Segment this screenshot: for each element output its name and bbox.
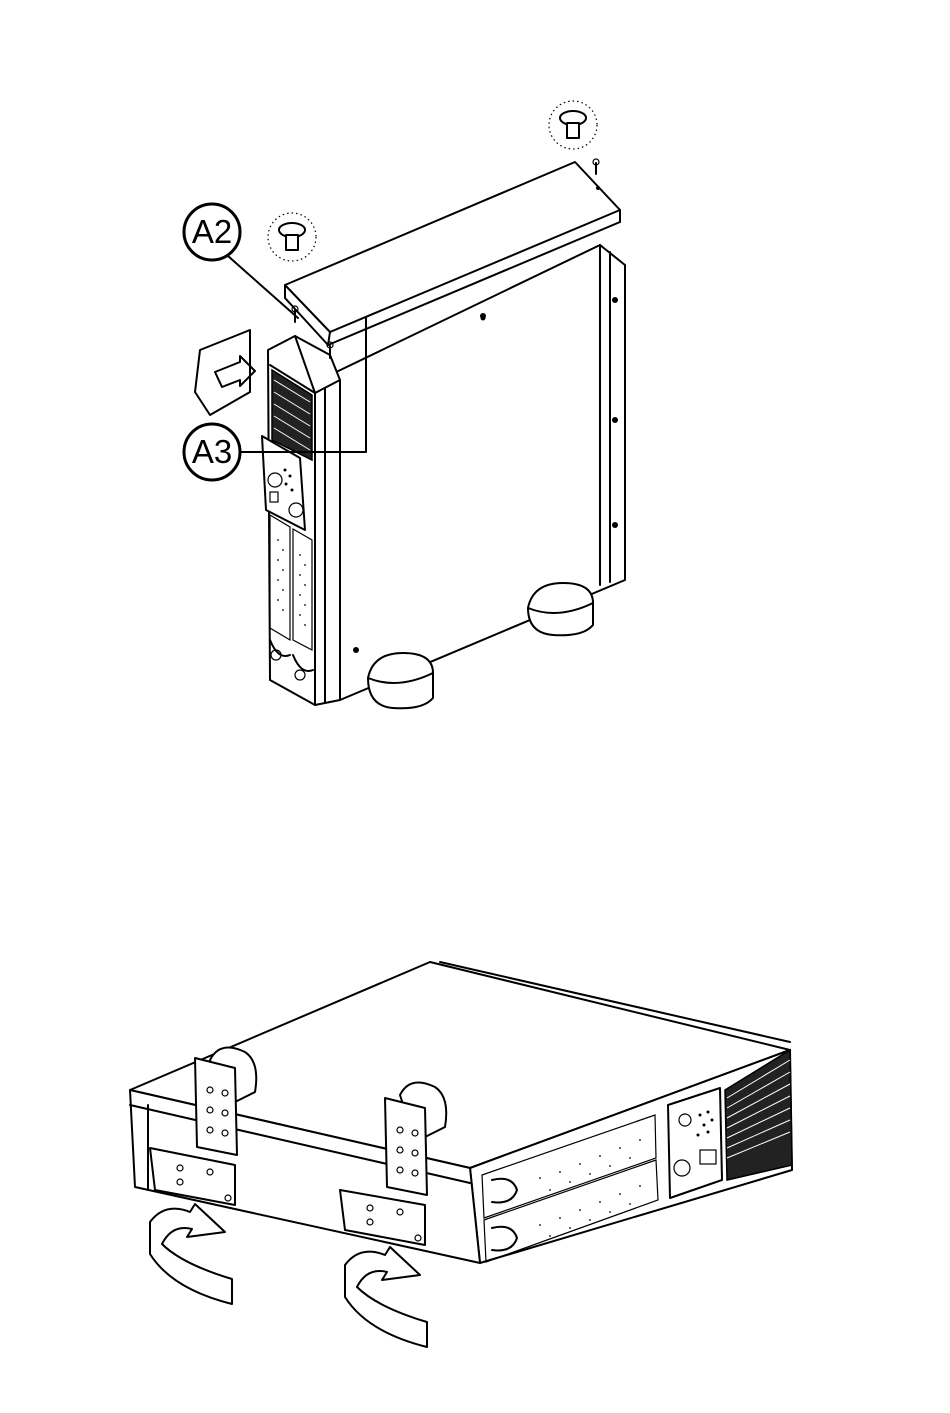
callout-a3-label: A3 — [192, 433, 232, 470]
lcd-control-panel — [668, 1088, 722, 1198]
rotate-arrow-icon — [150, 1204, 232, 1304]
callout-a2: A2 — [184, 204, 298, 318]
rackmount-ups-figure — [130, 962, 792, 1347]
tower-ups-figure: A2 A3 — [184, 101, 625, 708]
side-trim-panel — [195, 330, 250, 415]
rotate-arrow-icon — [345, 1247, 427, 1347]
callout-a2-label: A2 — [192, 213, 232, 250]
